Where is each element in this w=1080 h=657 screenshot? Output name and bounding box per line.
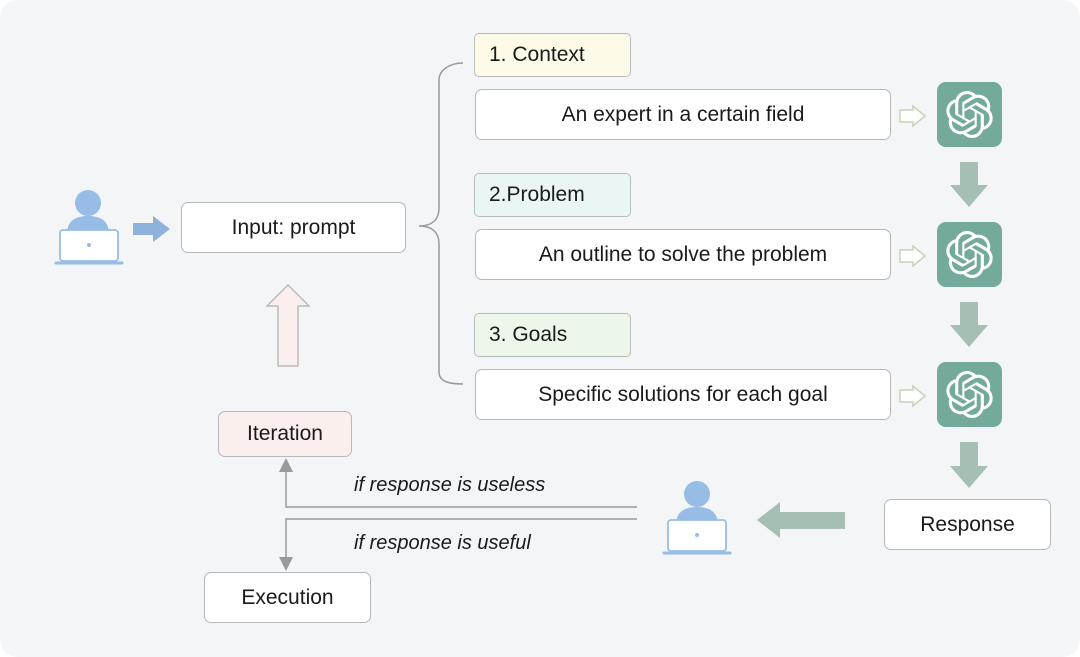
- context-tag: 1. Context: [474, 33, 631, 77]
- prompt-brace: [418, 62, 464, 385]
- arrow-down-1: [950, 162, 988, 207]
- input-prompt-label: Input: prompt: [231, 215, 356, 239]
- problem-box: An outline to solve the problem: [475, 229, 891, 280]
- goals-text: Specific solutions for each goal: [538, 382, 828, 406]
- execution-box: Execution: [204, 572, 371, 623]
- goals-box: Specific solutions for each goal: [475, 369, 891, 420]
- context-text: An expert in a certain field: [561, 102, 805, 126]
- iteration-box: Iteration: [218, 411, 352, 457]
- arrow-up-hollow: [265, 283, 311, 367]
- arrow-right-to-input: [133, 216, 170, 242]
- response-label: Response: [920, 512, 1015, 536]
- arrowhead-to-iteration: [279, 458, 293, 472]
- chatgpt-logo-3: [937, 362, 1002, 427]
- arrow-hollow-right-1: [899, 104, 927, 128]
- execution-label: Execution: [241, 585, 334, 609]
- chatgpt-logo-2: [937, 222, 1002, 287]
- useful-condition-label: if response is useful: [354, 532, 531, 554]
- context-box: An expert in a certain field: [475, 89, 891, 140]
- response-box: Response: [884, 499, 1051, 550]
- input-prompt-box: Input: prompt: [181, 202, 406, 253]
- goals-tag-label: 3. Goals: [489, 323, 568, 346]
- arrowhead-to-execution: [279, 557, 293, 571]
- arrow-left-to-user: [757, 502, 845, 538]
- context-tag-label: 1. Context: [489, 43, 585, 66]
- goals-tag: 3. Goals: [474, 313, 631, 357]
- iteration-label: Iteration: [247, 422, 323, 445]
- loop-connector: [285, 472, 637, 560]
- chatgpt-logo-1: [937, 82, 1002, 147]
- arrow-down-3: [950, 442, 988, 488]
- arrow-down-2: [950, 302, 988, 347]
- user-icon-top: [54, 190, 124, 265]
- arrow-hollow-right-2: [899, 244, 927, 268]
- problem-tag-label: 2.Problem: [489, 183, 585, 206]
- useless-condition-label: if response is useless: [354, 474, 546, 496]
- problem-text: An outline to solve the problem: [538, 242, 828, 266]
- arrow-hollow-right-3: [899, 384, 927, 408]
- problem-tag: 2.Problem: [474, 173, 631, 217]
- user-icon-bottom: [662, 481, 732, 555]
